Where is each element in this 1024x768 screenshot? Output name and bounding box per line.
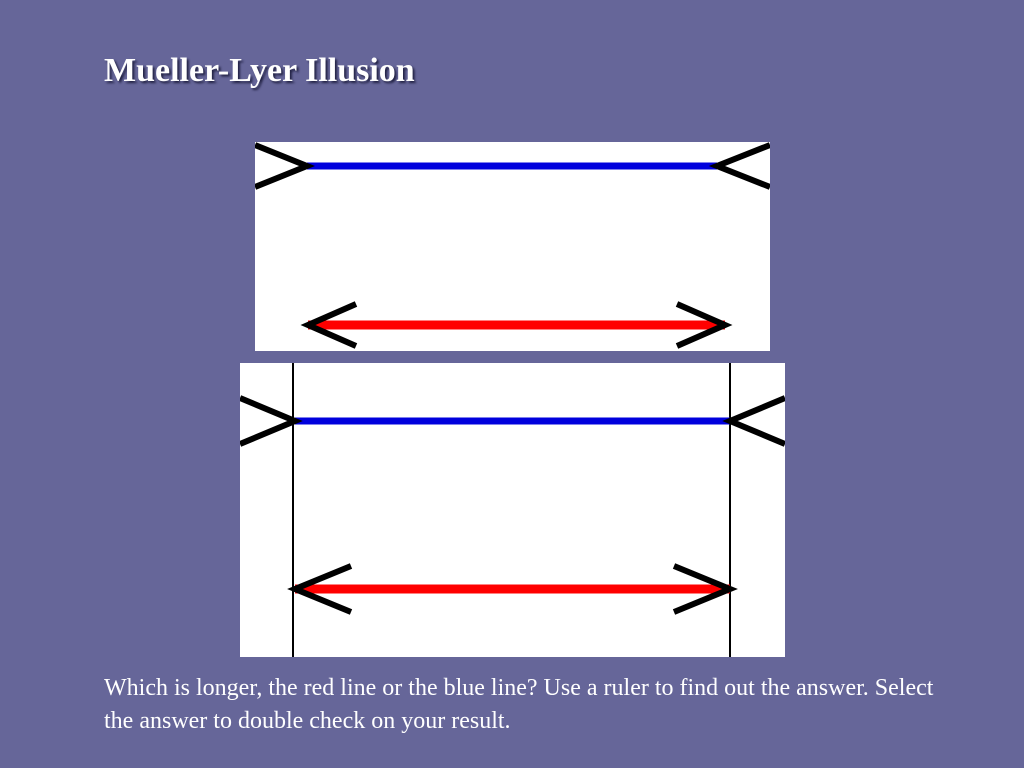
illusion-measured-figure [240,363,785,657]
illusion-figure [255,142,770,351]
question-text: Which is longer, the red line or the blu… [104,675,934,734]
illusion-measured-figure-canvas [240,363,785,657]
blue-line-right-fin [708,142,770,190]
blue-line-left-fin [255,142,316,190]
blue-line-left-fin [240,395,303,447]
red-line-left-arrowhead [300,301,358,349]
red-line-right-arrowhead [675,301,733,349]
blue-line-right-fin [722,395,785,447]
red-line-right-arrowhead [672,563,738,615]
slide-title: Mueller-Lyer Illusion [104,52,415,89]
illusion-figure-canvas [255,142,770,349]
red-line-left-arrowhead [287,563,353,615]
